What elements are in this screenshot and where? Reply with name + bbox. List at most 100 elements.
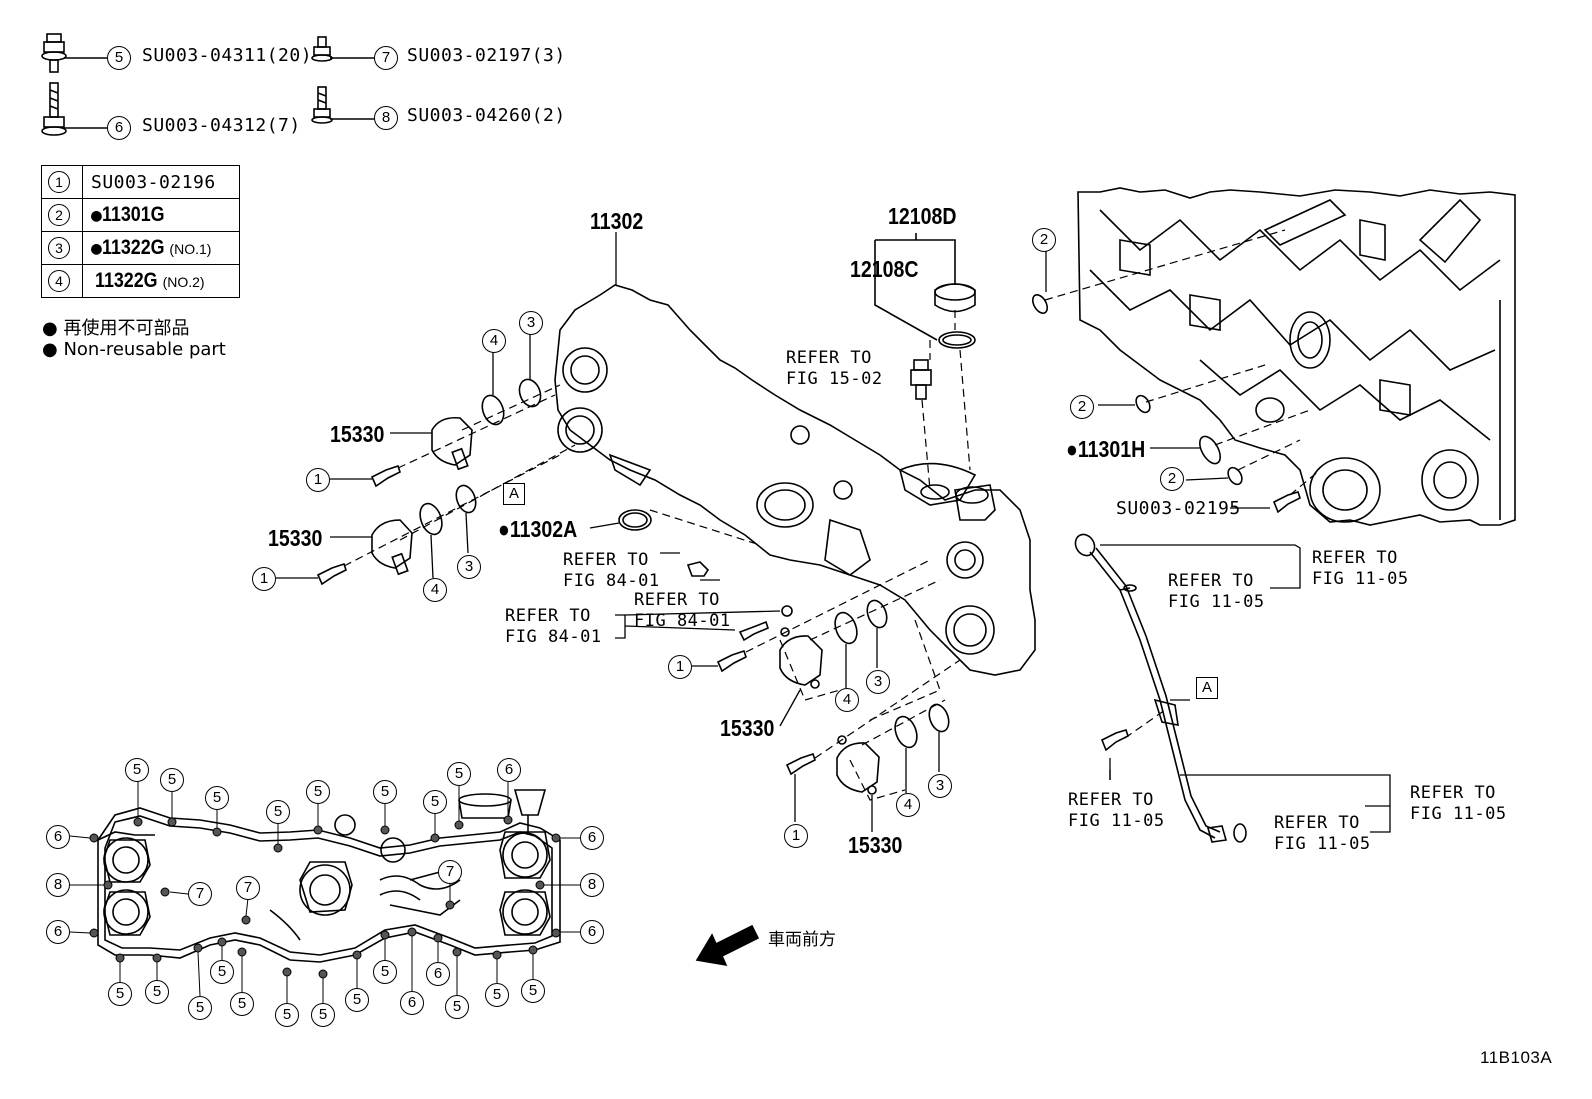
- legend-table: 1 SU003-02196 2 ●11301G 3 ●11322G(NO.1) …: [41, 165, 240, 298]
- nonreusable-bullet: ●: [91, 238, 102, 259]
- legend-suffix: (NO.1): [169, 241, 212, 257]
- callout-1: 1: [306, 468, 330, 492]
- callout-7: 7: [236, 876, 260, 900]
- callout-8: 8: [580, 873, 604, 897]
- vehicle-front-label: 車両前方: [768, 930, 836, 950]
- legend-note-en: ● Non-reusable part: [42, 339, 226, 360]
- part-15330-c: 15330: [720, 715, 775, 741]
- part-12108C: 12108C: [850, 256, 919, 282]
- callout-1: 1: [252, 567, 276, 591]
- solenoid-3: [779, 627, 823, 689]
- fastener-code-5: SU003-04311(20): [142, 45, 313, 66]
- front-arrow-icon: [695, 924, 760, 967]
- leader-lines: [276, 232, 1391, 833]
- solenoid-4: [836, 735, 880, 795]
- callout-5: 5: [447, 762, 471, 786]
- callout-7-fastener: 7: [374, 46, 398, 70]
- callout-6: 6: [400, 991, 424, 1015]
- bolt-icon-6: [41, 82, 107, 136]
- part-15330-a: 15330: [330, 421, 385, 447]
- callout-5: 5: [485, 983, 509, 1007]
- legend-row: 3 ●11322G(NO.1): [41, 231, 240, 265]
- callout-3: 3: [866, 670, 890, 694]
- fastener-code-8: SU003-04260(2): [407, 105, 566, 126]
- refer-fig-84-01-b: REFER TO FIG 84-01: [634, 590, 731, 631]
- legend-num: 4: [48, 270, 70, 292]
- cover-bolt-dots: [89, 815, 561, 979]
- refer-fig-11-05-a: REFER TO FIG 11-05: [1312, 548, 1409, 589]
- refer-fig-11-05-d: REFER TO FIG 11-05: [1410, 783, 1507, 824]
- callout-1: 1: [668, 655, 692, 679]
- legend-num: 3: [48, 237, 70, 259]
- solenoid-1: [431, 416, 473, 471]
- legend-part: 11322G: [95, 269, 158, 292]
- part-11302: 11302: [590, 208, 644, 234]
- callout-2: 2: [1160, 467, 1184, 491]
- part-11302A: ●11302A: [498, 516, 578, 542]
- callout-5: 5: [205, 786, 229, 810]
- callout-5: 5: [373, 960, 397, 984]
- cover-front-view: [97, 789, 561, 963]
- callout-2: 2: [1070, 395, 1094, 419]
- engine-block: [1077, 187, 1516, 526]
- dashed-lines: [343, 229, 1321, 801]
- fastener-code-7: SU003-02197(3): [407, 45, 566, 66]
- refer-fig-11-05-c: REFER TO FIG 11-05: [1068, 790, 1165, 831]
- callout-5-fastener: 5: [107, 46, 131, 70]
- callout-4: 4: [482, 329, 506, 353]
- part-11301H: ●11301H: [1066, 436, 1146, 462]
- callout-5: 5: [125, 758, 149, 782]
- part-12108D: 12108D: [888, 203, 957, 229]
- callout-5: 5: [230, 992, 254, 1016]
- legend-suffix: (NO.2): [162, 274, 205, 290]
- legend-part: 11322G: [101, 236, 165, 259]
- callout-8-fastener: 8: [374, 106, 398, 130]
- legend-note-jp: ● 再使用不可部品: [42, 318, 190, 339]
- callout-5: 5: [373, 780, 397, 804]
- callout-8: 8: [46, 873, 70, 897]
- callout-5: 5: [445, 995, 469, 1019]
- refer-fig-11-05-e: REFER TO FIG 11-05: [1274, 813, 1371, 854]
- callout-5: 5: [145, 980, 169, 1004]
- callout-7: 7: [188, 882, 212, 906]
- callout-6: 6: [580, 920, 604, 944]
- callout-5: 5: [188, 996, 212, 1020]
- ref-box-a: A: [503, 483, 525, 505]
- callout-2: 2: [1032, 228, 1056, 252]
- legend-num: 2: [48, 204, 70, 226]
- callout-5: 5: [275, 1003, 299, 1027]
- callout-5: 5: [160, 768, 184, 792]
- callout-4: 4: [835, 688, 859, 712]
- refer-fig-84-01-c: REFER TO FIG 84-01: [505, 606, 602, 647]
- callout-7: 7: [438, 860, 462, 884]
- callout-5: 5: [521, 979, 545, 1003]
- figure-id: 11B103A: [1480, 1048, 1553, 1067]
- callout-5: 5: [423, 790, 447, 814]
- callout-6-fastener: 6: [107, 116, 131, 140]
- legend-row: 2 ●11301G: [41, 198, 240, 232]
- callout-5: 5: [345, 988, 369, 1012]
- sensor-plug: [910, 359, 932, 400]
- callout-4: 4: [896, 793, 920, 817]
- cover-callout-leaders: [69, 780, 580, 1003]
- legend-row: 1 SU003-02196: [41, 165, 240, 199]
- callout-6: 6: [426, 962, 450, 986]
- callout-3: 3: [457, 555, 481, 579]
- part-15330-d: 15330: [848, 832, 903, 858]
- callout-5: 5: [210, 960, 234, 984]
- legend-num: 1: [48, 171, 70, 193]
- legend-part: SU003-02196: [91, 171, 216, 193]
- part-SU003-02195: SU003-02195: [1116, 498, 1241, 519]
- callout-6: 6: [580, 826, 604, 850]
- callout-4: 4: [423, 578, 447, 602]
- callout-1: 1: [784, 824, 808, 848]
- refer-fig-11-05-b: REFER TO FIG 11-05: [1168, 571, 1265, 612]
- callout-6: 6: [46, 920, 70, 944]
- nonreusable-bullet: ●: [91, 205, 102, 226]
- solenoid-2: [371, 519, 413, 576]
- legend-part: 11301G: [101, 203, 165, 226]
- ref-box-a-dipstick: A: [1196, 677, 1218, 699]
- callout-5: 5: [266, 800, 290, 824]
- callout-5: 5: [311, 1003, 335, 1027]
